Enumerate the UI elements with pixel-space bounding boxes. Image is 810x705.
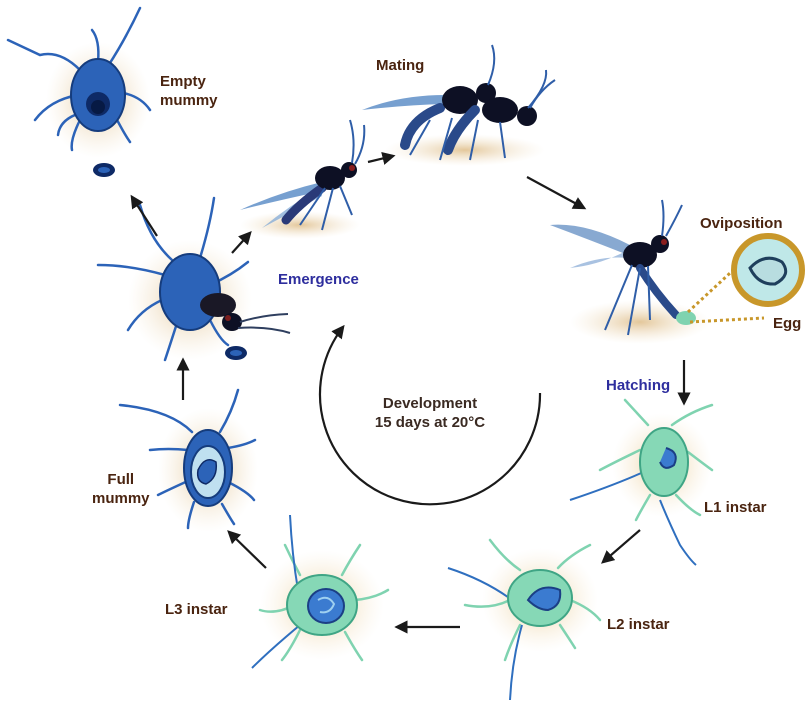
label-l2-instar: L2 instar: [607, 616, 670, 633]
l3-instar-illustration: [251, 514, 390, 669]
emerging-wasp-illustration: [96, 196, 291, 362]
development-cycle-arrow: [318, 324, 542, 506]
label-mating: Mating: [376, 57, 425, 74]
label-development-line1: Development: [382, 395, 478, 412]
arrow-emergence-to-wasp: [231, 231, 252, 254]
label-development: Development 15 days at 20°C: [360, 394, 500, 432]
label-emergence: Emergence: [278, 271, 359, 288]
cycle-arrows: [130, 152, 691, 634]
label-full-mummy-line2: mummy: [92, 490, 150, 507]
mating-wasps-illustration: [362, 44, 556, 166]
label-empty-mummy: Empty mummy: [160, 72, 218, 110]
l1-instar-illustration: [569, 398, 714, 566]
label-hatching: Hatching: [606, 377, 671, 394]
label-oviposition: Oviposition: [700, 215, 783, 232]
full-mummy-illustration: [118, 388, 258, 532]
label-l1-instar: L1 instar: [704, 499, 767, 516]
label-full-mummy: Full mummy: [92, 470, 150, 508]
emerged-wasp-illustration: [240, 119, 366, 239]
arrow-l3-to-full-mummy: [227, 530, 267, 569]
arrow-wasp-to-mating: [367, 152, 396, 165]
label-empty-mummy-line1: Empty: [160, 73, 206, 90]
arrow-mating-to-oviposition: [526, 176, 587, 210]
label-egg: Egg: [773, 315, 802, 332]
ovipositing-wasp-illustration: [550, 199, 805, 344]
arrow-emergence-to-empty-mummy: [130, 194, 158, 237]
label-full-mummy-line1: Full: [107, 471, 135, 488]
label-empty-mummy-line2: mummy: [160, 92, 218, 109]
label-l3-instar: L3 instar: [165, 601, 228, 618]
l2-instar-illustration: [447, 538, 602, 701]
empty-mummy-illustration: [6, 6, 152, 177]
label-development-line2: 15 days at 20°C: [374, 414, 486, 431]
arrow-l1-to-l2: [601, 529, 641, 564]
